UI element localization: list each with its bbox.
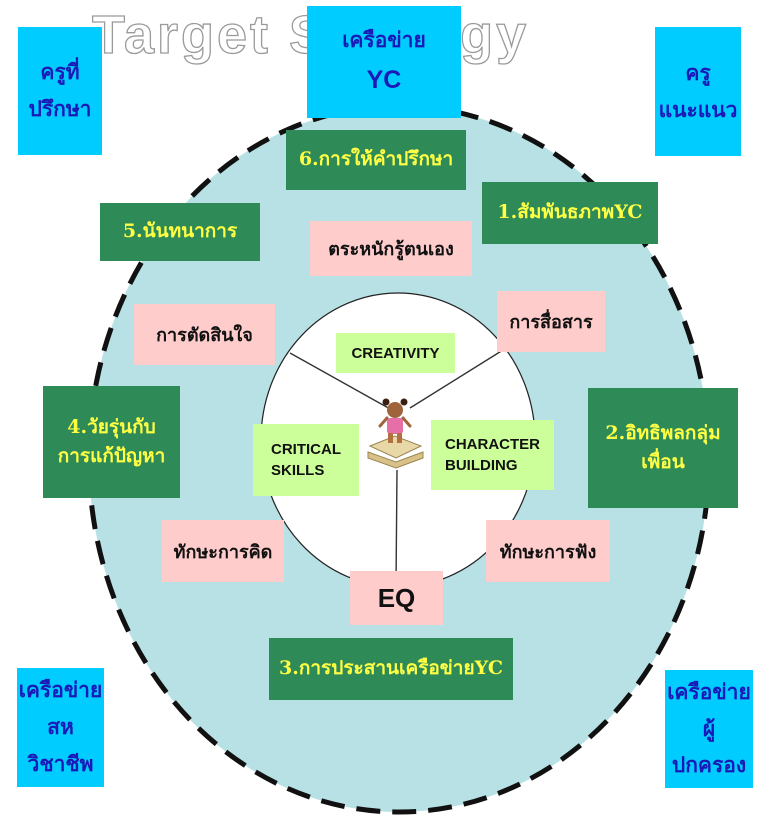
network-multi-line1: เครือข่าย: [18, 677, 103, 703]
network-advisor-line2: ปรึกษา: [28, 96, 92, 121]
core-character-building-box: CHARACTER BUILDING: [431, 420, 554, 490]
network-yc-line2: YC: [366, 65, 402, 94]
strategy-5-recreation-box: 5.นันทนาการ: [100, 203, 260, 261]
skill-thinking-box: ทักษะการคิด: [162, 520, 284, 582]
strategy-2-line1: 2.อิทธิพลกลุ่ม: [605, 421, 721, 444]
core-critical-line1: CRITICAL: [271, 441, 341, 458]
strategy-1-label: 1.สัมพันธภาพYC: [497, 201, 643, 224]
strategy-6-label: 6.การให้คำปรึกษา: [298, 148, 454, 171]
core-critical-skills-box: CRITICAL SKILLS: [253, 424, 359, 496]
network-multidisciplinary-box: เครือข่ายสหวิชาชีพ: [17, 668, 104, 787]
core-character-line2: BUILDING: [445, 457, 518, 474]
strategy-2-peer-influence-box: 2.อิทธิพลกลุ่มเพื่อน: [588, 388, 738, 508]
skill-listening-box: ทักษะการฟัง: [486, 520, 610, 582]
strategy-4-line1: 4.วัยรุ่นกับ: [67, 415, 156, 438]
core-creativity-label: CREATIVITY: [351, 344, 440, 362]
skill-communication-label: การสื่อสาร: [509, 312, 593, 333]
skill-communication-box: การสื่อสาร: [497, 291, 605, 352]
skill-self-awareness-box: ตระหนักรู้ตนเอง: [310, 221, 472, 276]
divider-line-right: [409, 349, 504, 409]
core-character-line1: CHARACTER: [445, 436, 540, 453]
core-critical-line2: SKILLS: [271, 462, 325, 479]
skill-decision-making-label: การตัดสินใจ: [156, 325, 253, 346]
network-yc-box: เครือข่าย YC: [307, 6, 461, 118]
skill-listening-label: ทักษะการฟัง: [499, 541, 597, 563]
network-advisor-line1: ครูที่: [40, 59, 80, 85]
strategy-2-line2: เพื่อน: [641, 451, 685, 473]
network-advisor-teacher-box: ครูที่ปรึกษา: [18, 27, 102, 155]
child-reading-icon: [367, 398, 424, 469]
strategy-3-network-coordination-box: 3.การประสานเครือข่ายYC: [269, 638, 513, 700]
core-eq-box: EQ: [350, 571, 443, 625]
network-yc-line1: เครือข่าย: [342, 26, 426, 52]
strategy-6-counseling-box: 6.การให้คำปรึกษา: [286, 130, 466, 190]
divider-line-bottom: [395, 469, 398, 586]
strategy-5-label: 5.นันทนาการ: [122, 220, 238, 243]
strategy-4-problem-solving-box: 4.วัยรุ่นกับการแก้ปัญหา: [43, 386, 180, 498]
skill-self-awareness-label: ตระหนักรู้ตนเอง: [328, 239, 454, 260]
divider-line-left: [289, 352, 393, 411]
network-guidance-line1: ครู: [685, 59, 711, 85]
network-parents-line1: เครือข่ายผู้: [667, 678, 751, 741]
core-eq-label: EQ: [377, 582, 416, 613]
skill-thinking-label: ทักษะการคิด: [173, 541, 273, 563]
network-guidance-line2: แนะแนว: [658, 96, 738, 122]
network-parents-line2: ปกครอง: [671, 752, 747, 778]
network-guidance-teacher-box: ครูแนะแนว: [655, 27, 741, 156]
strategy-3-label: 3.การประสานเครือข่ายYC: [279, 657, 503, 680]
skill-decision-making-box: การตัดสินใจ: [134, 304, 275, 365]
core-creativity-box: CREATIVITY: [336, 333, 455, 373]
network-parents-box: เครือข่ายผู้ปกครอง: [665, 670, 753, 788]
network-multi-line2: สหวิชาชีพ: [27, 714, 94, 776]
strategy-4-line2: การแก้ปัญหา: [57, 445, 166, 467]
strategy-1-relationship-box: 1.สัมพันธภาพYC: [482, 182, 658, 244]
